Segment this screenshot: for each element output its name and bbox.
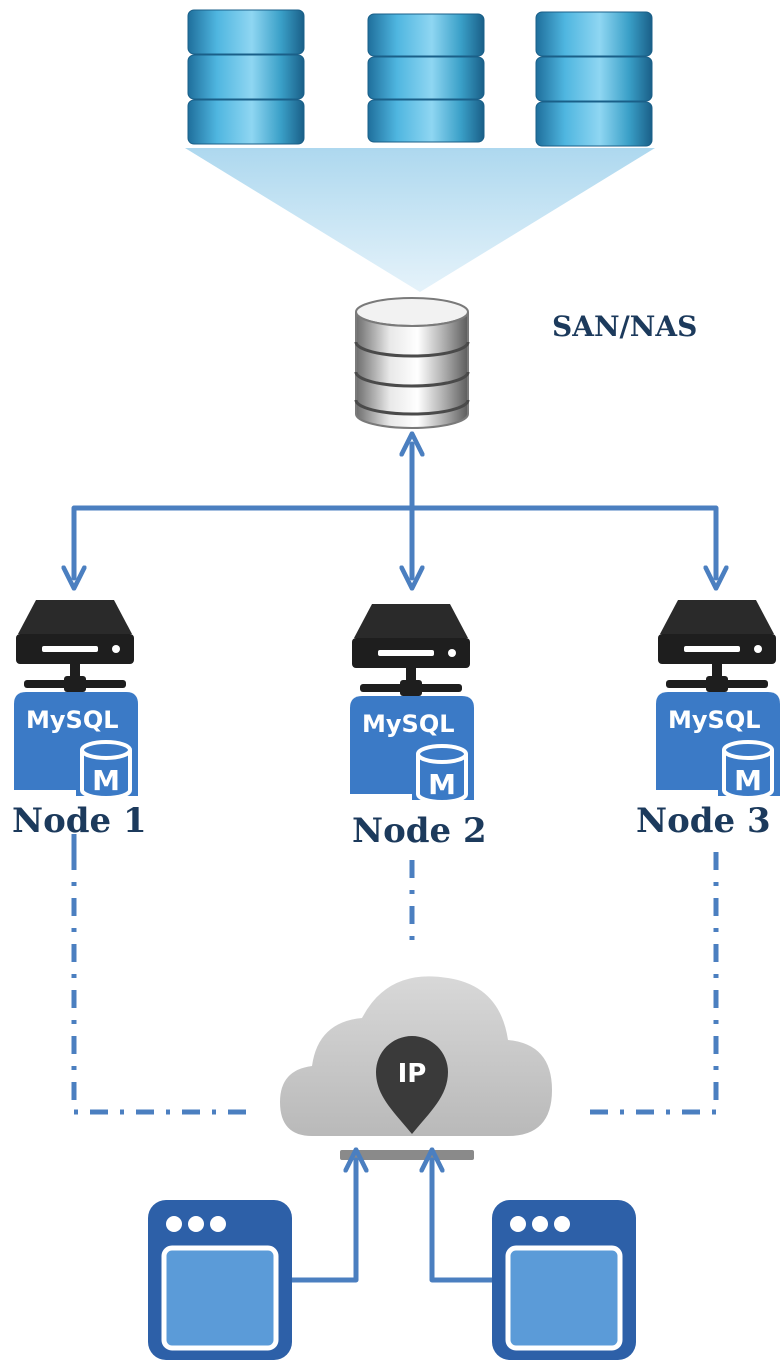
node-3: MySQL M [656, 600, 780, 800]
db-cylinder-icon: M [76, 740, 138, 800]
storage-connections [74, 444, 716, 578]
db-cylinder-icon: M [412, 744, 474, 804]
san-nas-label: SAN/NAS [552, 310, 697, 343]
client-window-2-icon [492, 1200, 636, 1360]
client2-arrow [432, 1160, 501, 1283]
storage-array-3-icon [535, 11, 653, 147]
node-1: MySQL M [14, 600, 138, 800]
ip-label: IP [398, 1059, 427, 1089]
storage-array-2-icon [367, 13, 485, 143]
mysql-label: MySQL [362, 710, 455, 738]
node-2: MySQL M [350, 604, 474, 804]
server-icon [16, 600, 134, 692]
server-icon [352, 604, 470, 696]
server-icon [658, 600, 776, 692]
mysql-label: MySQL [668, 706, 761, 734]
client-window-1-icon [148, 1200, 292, 1360]
m-badge: M [734, 764, 762, 797]
m-badge: M [92, 764, 120, 797]
storage-bus-line [71, 505, 719, 578]
node-2-label: Node 2 [352, 811, 487, 851]
network-dashed-lines [71, 824, 719, 1115]
node1-to-cloud-line [71, 852, 258, 1115]
m-badge: M [428, 768, 456, 801]
storage-array-1-icon [187, 9, 305, 145]
db-cylinder-icon: M [718, 740, 780, 800]
node-1-label: Node 1 [12, 801, 147, 841]
node-3-label: Node 3 [636, 801, 771, 841]
mysql-label: MySQL [26, 706, 119, 734]
san-nas-database-icon [354, 297, 470, 429]
storage-funnel [185, 148, 655, 292]
node3-to-cloud-line [580, 852, 719, 1115]
ip-pin-icon: IP [376, 1036, 448, 1134]
client1-arrow [289, 1160, 356, 1283]
client-connections [289, 1160, 501, 1283]
cloud-base-bar [340, 1150, 474, 1160]
